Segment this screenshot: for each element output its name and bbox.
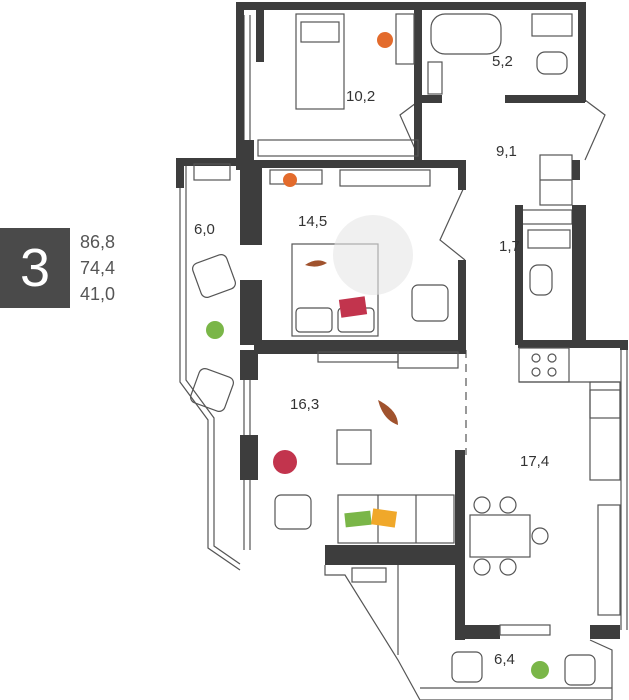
room-label-hall: 9,1 — [496, 143, 517, 160]
total-area: 86,8 — [80, 232, 116, 252]
room-label-bathroom: 5,2 — [492, 53, 513, 70]
rooms-count-badge: 3 — [0, 228, 70, 308]
room-label-bedroom-main: 14,5 — [298, 213, 327, 230]
decor-accents — [206, 32, 549, 679]
rooms-count: 3 — [19, 238, 51, 298]
walls — [176, 2, 628, 640]
furniture — [190, 13, 621, 686]
room-label-balcony-left: 6,0 — [194, 221, 215, 238]
area-without-balconies: 74,4 — [80, 258, 116, 278]
thin-outlines — [179, 13, 628, 700]
room-label-balcony-bottom: 6,4 — [494, 651, 515, 668]
living-area: 41,0 — [80, 284, 116, 304]
room-label-toilet: 1,7 — [499, 238, 520, 255]
area-summary: 86,8 74,4 41,0 — [80, 229, 115, 307]
room-label-kitchen: 17,4 — [520, 453, 549, 470]
room-label-bedroom-small: 10,2 — [346, 88, 375, 105]
room-label-living-room: 16,3 — [290, 396, 319, 413]
